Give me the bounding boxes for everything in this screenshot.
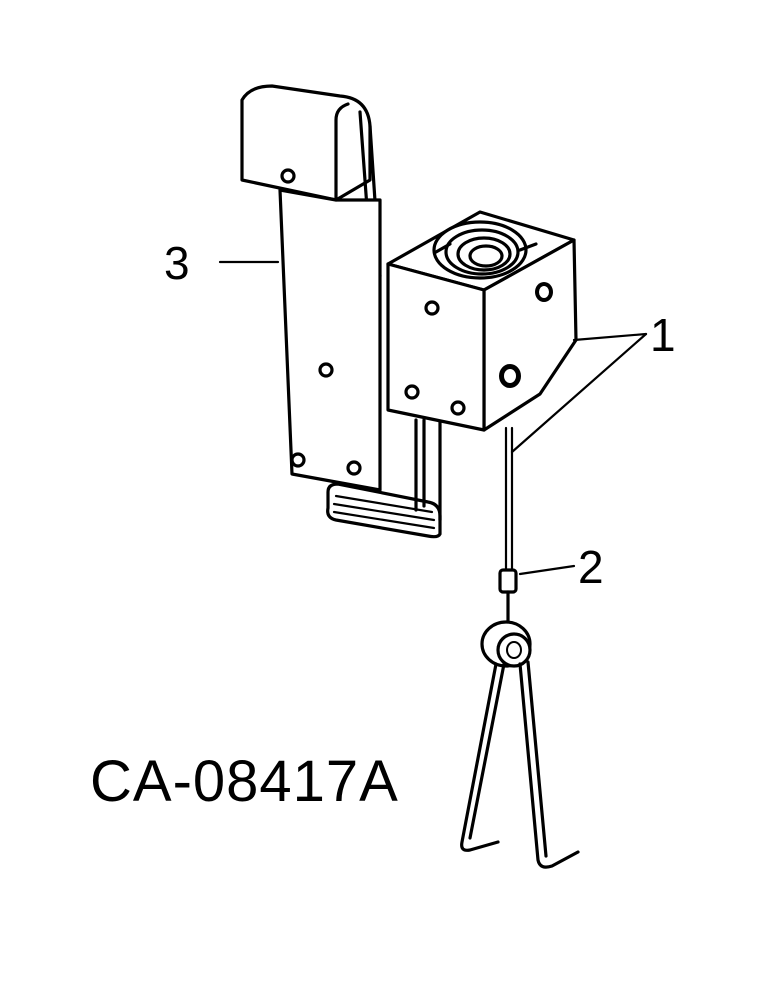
callout-2: 2: [578, 541, 604, 593]
drawing-code-label: CA-08417A: [90, 749, 399, 814]
cable-and-hook: [460, 426, 580, 869]
reel-assembly: [386, 210, 578, 432]
callout-3: 3: [164, 237, 190, 289]
callout-1: 1: [650, 309, 676, 361]
leader-lines: [218, 260, 648, 576]
mounting-bracket: [240, 84, 442, 539]
